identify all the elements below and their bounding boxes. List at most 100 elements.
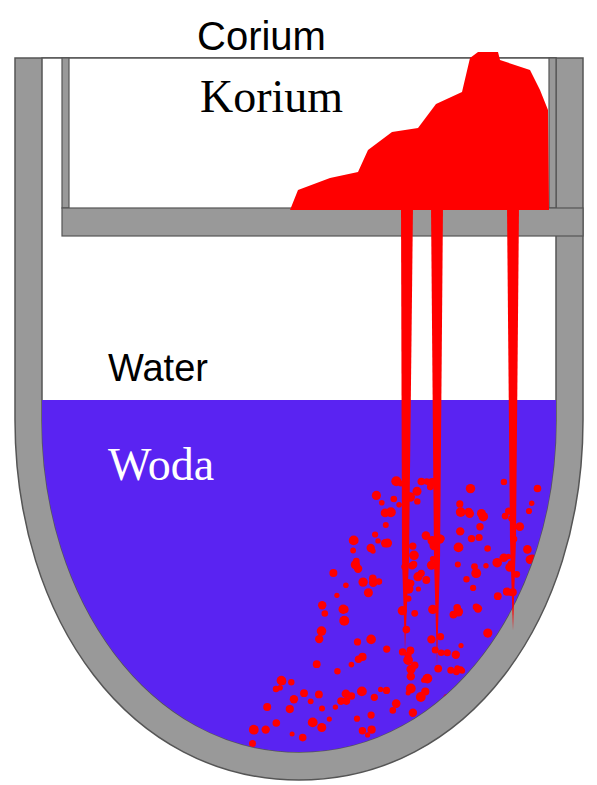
corium-droplet	[411, 610, 418, 617]
corium-droplet	[308, 698, 314, 704]
corium-droplet	[288, 679, 294, 685]
corium-droplet	[396, 502, 402, 508]
corium-droplet	[273, 719, 281, 727]
corium-droplet	[355, 656, 362, 663]
corium-droplet	[359, 727, 366, 734]
corium-droplet	[333, 704, 338, 709]
corium-droplet	[371, 694, 378, 701]
corium-droplet	[432, 646, 439, 653]
corium-droplet	[430, 745, 438, 753]
corium-droplet	[317, 723, 326, 732]
corium-droplet	[523, 545, 532, 554]
corium-droplet	[399, 648, 406, 655]
corium-droplet	[318, 601, 326, 609]
corium-droplet	[438, 649, 445, 656]
polish-label: Korium	[200, 70, 343, 123]
corium-droplet	[474, 604, 482, 612]
corium-droplet	[434, 665, 442, 673]
corium-droplet	[413, 572, 422, 581]
corium-droplet	[506, 554, 512, 560]
corium-droplet	[466, 484, 475, 493]
corium-droplet	[526, 508, 532, 514]
corium-droplet	[453, 716, 461, 724]
corium-droplet	[471, 568, 481, 578]
corium-droplet	[350, 548, 356, 554]
corium-droplet	[368, 712, 375, 719]
corium-droplet	[455, 562, 461, 568]
corium-droplet	[290, 732, 295, 737]
corium-droplet	[478, 692, 485, 699]
corium-droplet	[273, 686, 279, 692]
corium-droplet	[327, 717, 332, 722]
corium-droplet	[483, 713, 489, 719]
corium-droplet	[491, 648, 497, 654]
corium-droplet	[456, 527, 464, 535]
corium-droplet	[410, 561, 417, 568]
corium-droplet	[476, 523, 483, 530]
corium-droplet	[334, 593, 339, 598]
corium-droplet	[249, 725, 259, 735]
corium-droplet	[501, 479, 507, 485]
corium-droplet	[354, 565, 362, 573]
corium-droplet	[456, 500, 463, 507]
corium-droplet	[524, 690, 531, 697]
corium-droplet	[422, 576, 430, 584]
corium-droplet	[366, 635, 376, 645]
corium-droplet	[453, 604, 461, 612]
corium-droplet	[368, 726, 376, 734]
english-label: Water	[108, 347, 208, 390]
corium-droplet	[507, 646, 513, 652]
basket-wall	[549, 58, 556, 208]
corium-droplet	[431, 715, 438, 722]
corium-droplet	[319, 706, 325, 712]
corium-droplet	[528, 555, 536, 563]
corium-droplet	[495, 717, 504, 726]
corium-droplet	[491, 743, 500, 752]
corium-stream	[507, 206, 519, 630]
corium-droplet	[493, 681, 500, 688]
corium-droplet	[375, 538, 380, 543]
corium-droplet	[479, 512, 489, 522]
corium-droplet	[390, 707, 397, 714]
corium-stream	[401, 206, 413, 650]
corium-droplet	[416, 728, 423, 735]
corium-droplet	[407, 672, 415, 680]
corium-droplet	[383, 646, 390, 653]
corium-droplet	[445, 706, 451, 712]
english-label: Corium	[197, 14, 326, 59]
corium-droplet	[353, 558, 360, 565]
corium-droplet	[407, 647, 415, 655]
corium-droplet	[512, 723, 522, 733]
corium-droplet	[313, 660, 321, 668]
corium-droplet	[452, 689, 461, 698]
corium-droplet	[422, 531, 431, 540]
corium-droplet	[477, 700, 486, 709]
corium-droplet	[371, 738, 380, 747]
corium-droplet	[416, 692, 426, 702]
corium-droplet	[386, 507, 396, 517]
corium-droplet	[343, 583, 349, 589]
corium-droplet	[409, 709, 417, 717]
corium-droplet	[409, 542, 416, 549]
corium-droplet	[370, 548, 375, 553]
corium-droplet	[414, 498, 420, 504]
corium-droplet	[458, 643, 463, 648]
corium-droplet	[431, 719, 440, 728]
corium-droplet	[322, 610, 329, 617]
corium-droplet	[378, 687, 383, 692]
corium-droplet	[528, 605, 538, 615]
corium-droplet	[262, 725, 270, 733]
corium-droplet	[476, 534, 483, 541]
corium-droplet	[469, 722, 475, 728]
corium-droplet	[406, 684, 416, 694]
corium-droplet	[416, 586, 421, 591]
corium-droplet	[427, 635, 435, 643]
corium-droplet	[308, 718, 318, 728]
polish-label: Woda	[108, 438, 214, 491]
corium-droplet	[430, 739, 437, 746]
core-support-plate	[62, 208, 583, 236]
corium-droplet	[465, 509, 474, 518]
corium-droplet	[444, 649, 451, 656]
corium-droplet	[372, 531, 378, 537]
corium-droplet	[349, 662, 355, 668]
